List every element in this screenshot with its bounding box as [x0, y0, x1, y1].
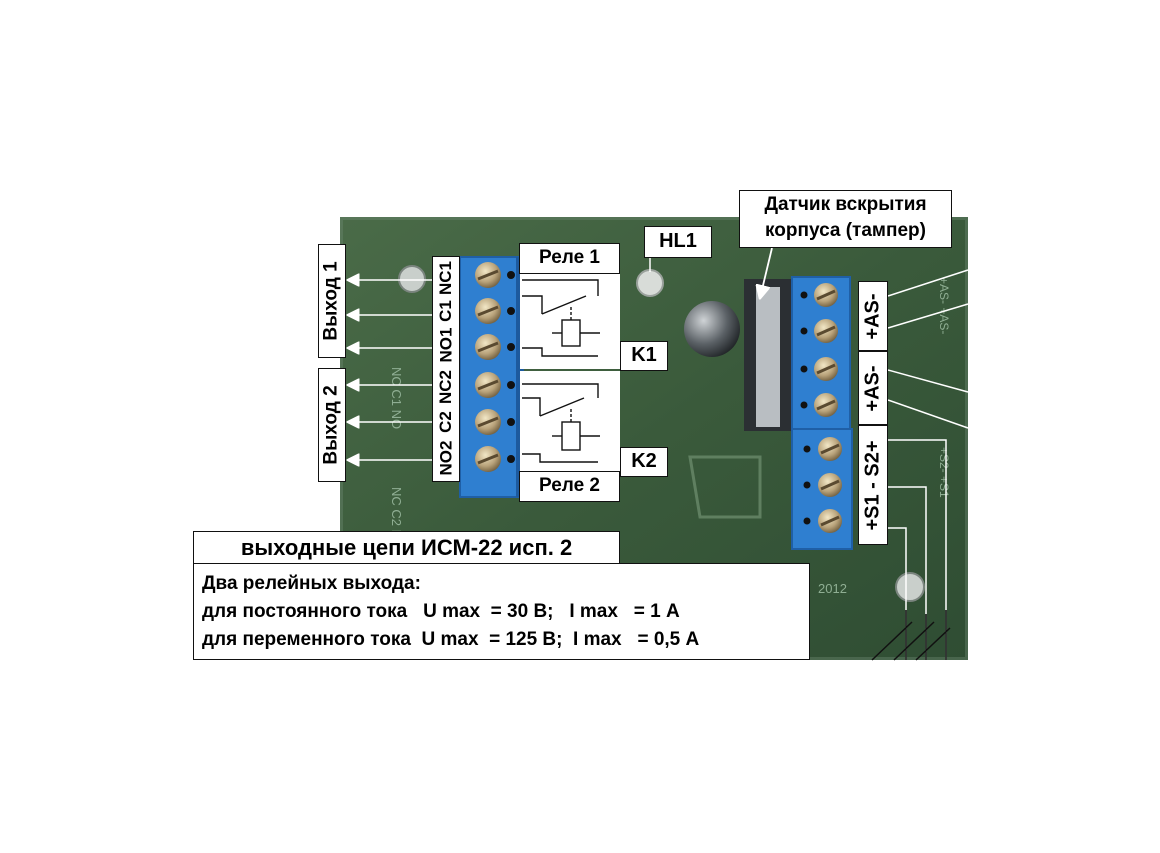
terminal-c1: C1: [435, 300, 455, 322]
output1-label: Выход 1: [318, 244, 346, 358]
svg-text:+S2- +S1: +S2- +S1: [937, 447, 951, 498]
k1-label: K1: [620, 341, 668, 371]
tamper-label: Датчик вскрытия корпуса (тампер): [739, 190, 952, 248]
hl1-label: HL1: [644, 226, 712, 258]
relay2-schematic: [522, 383, 600, 463]
terminal-no1: NO1: [436, 327, 455, 363]
tamper-label-line1: Датчик вскрытия: [764, 194, 927, 215]
caption-line3: для переменного тока U max = 125 В; I ma…: [202, 629, 700, 650]
tamper-label-line2: корпуса (тампер): [765, 220, 926, 241]
caption-line1: Два релейных выхода:: [202, 573, 421, 594]
k2-label: K2: [620, 447, 668, 477]
wire-bundle-ticks: [871, 610, 951, 661]
caption-line2: для постоянного тока U max = 30 В; I max…: [202, 601, 680, 622]
relay2-label: Реле 2: [519, 471, 620, 502]
terminal-c2: C2: [435, 411, 455, 433]
terminal-nc1: NC1: [436, 260, 456, 296]
caption-body: Два релейных выхода: для постоянного ток…: [193, 563, 810, 660]
right-wires: [887, 269, 969, 660]
as-top-label: +AS-: [858, 281, 888, 351]
terminal-nc2: NC2: [436, 369, 456, 405]
caption-title: выходные цепи ИСМ-22 исп. 2: [193, 531, 620, 565]
svg-text:+AS- +AS-: +AS- +AS-: [937, 277, 951, 334]
relay1-schematic-panel: [520, 273, 620, 369]
svg-text:NC C1 NO: NC C1 NO: [389, 367, 404, 429]
relay1-label: Реле 1: [519, 243, 620, 274]
relay1-schematic: [522, 279, 600, 357]
tamper-pointer: [760, 247, 773, 298]
terminal-names-strip: [432, 256, 460, 482]
svg-text:2012: 2012: [818, 581, 847, 596]
terminal-no2: NO2: [436, 440, 455, 476]
output2-label: Выход 2: [318, 368, 346, 482]
as-bottom-label: +AS-: [858, 351, 888, 425]
output-arrows: [348, 280, 432, 460]
s1-s2-label: +S1 - S2+: [858, 425, 888, 545]
